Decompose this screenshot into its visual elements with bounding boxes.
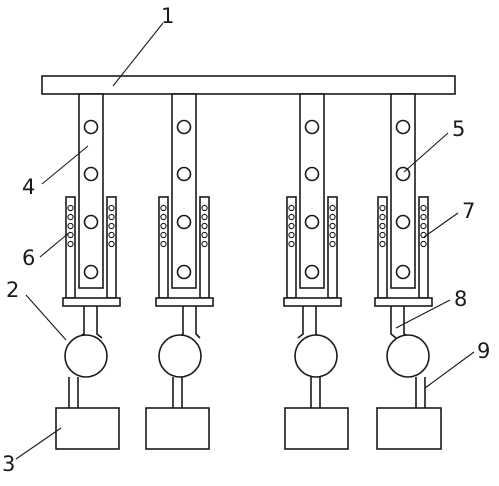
plate-hole (83, 264, 99, 280)
clamp-bolts-right (420, 204, 427, 248)
plate-hole (176, 166, 192, 182)
unit-1 (55, 93, 121, 450)
leader-line-6 (39, 231, 71, 258)
connector-rod (390, 306, 413, 339)
u-bracket-left-arm (65, 196, 76, 299)
ball-joint (294, 334, 338, 378)
u-bracket-left-arm (286, 196, 297, 299)
u-bracket-base (62, 297, 121, 307)
leader-line-5 (403, 132, 449, 173)
plate-hole (176, 214, 192, 230)
plate-hole (304, 214, 320, 230)
clamp-bolts-right (201, 204, 208, 248)
lower-rod (310, 377, 321, 408)
clamp-bolts-left (67, 204, 74, 248)
plate-hole (176, 264, 192, 280)
u-bracket-right-arm (327, 196, 338, 299)
vertical-plate (171, 93, 197, 289)
leader-lines (15, 22, 475, 460)
vertical-plate (78, 93, 104, 289)
u-bracket-right-arm (199, 196, 210, 299)
clamp-bolts-left (379, 204, 386, 248)
u-bracket-base (283, 297, 342, 307)
plate-hole (176, 119, 192, 135)
clamp-bolts-right (329, 204, 336, 248)
label-5: 5 (452, 117, 465, 141)
plate-hole (395, 119, 411, 135)
plate-hole (83, 166, 99, 182)
lower-rod (172, 377, 183, 408)
label-2: 2 (6, 278, 19, 302)
part-labels: 1 2 3 4 5 6 7 8 9 (2, 4, 490, 476)
leader-line-2 (25, 294, 67, 341)
connector-rod (177, 306, 201, 339)
clamp-bolts-right (108, 204, 115, 248)
unit-4 (374, 93, 442, 450)
ball-joint (64, 334, 108, 378)
vertical-plate (390, 93, 416, 289)
u-bracket-base (155, 297, 214, 307)
u-bracket-base (374, 297, 433, 307)
lower-rod (68, 377, 79, 408)
base-block (145, 407, 210, 450)
label-7: 7 (462, 199, 475, 223)
plate-hole (395, 166, 411, 182)
leader-line-3 (15, 427, 62, 460)
ball-joint (386, 334, 430, 378)
ball-joint (158, 334, 202, 378)
plate-hole (304, 264, 320, 280)
plate-hole (395, 264, 411, 280)
u-bracket-left-arm (377, 196, 388, 299)
label-3: 3 (2, 452, 15, 476)
unit-2 (145, 93, 214, 450)
clamp-bolts-left (288, 204, 295, 248)
top-beam (41, 75, 456, 95)
u-bracket-left-arm (158, 196, 169, 299)
leader-line-1 (112, 22, 164, 87)
plate-hole (304, 166, 320, 182)
plate-hole (304, 119, 320, 135)
base-block (55, 407, 120, 450)
label-6: 6 (22, 246, 35, 270)
label-1: 1 (161, 4, 174, 28)
plate-hole (83, 119, 99, 135)
plate-hole (83, 214, 99, 230)
clamp-bolts-left (160, 204, 167, 248)
u-bracket-right-arm (106, 196, 117, 299)
leader-line-9 (424, 351, 475, 389)
connector-rod (297, 306, 323, 339)
plate-hole (395, 214, 411, 230)
vertical-plate (299, 93, 325, 289)
u-bracket-right-arm (418, 196, 429, 299)
base-block (376, 407, 442, 450)
unit-3 (283, 93, 349, 450)
leader-line-8 (395, 299, 451, 329)
label-8: 8 (454, 287, 467, 311)
label-9: 9 (477, 339, 490, 363)
label-4: 4 (22, 175, 35, 199)
leader-line-4 (41, 145, 89, 185)
leader-line-7 (423, 212, 459, 238)
base-block (284, 407, 349, 450)
lower-rod (415, 377, 426, 408)
